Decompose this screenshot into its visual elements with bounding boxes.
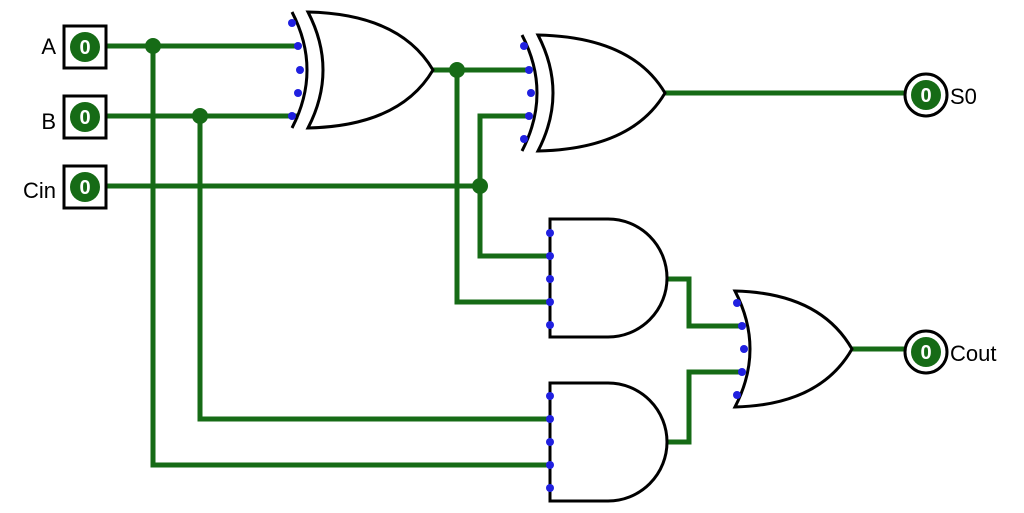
output-cout-label: Cout bbox=[950, 341, 996, 366]
or-gate[interactable] bbox=[732, 289, 854, 409]
input-pin bbox=[733, 391, 741, 399]
input-pin bbox=[520, 42, 528, 50]
input-b-indicator bbox=[70, 102, 100, 132]
input-pin bbox=[546, 298, 554, 306]
input-pin bbox=[546, 392, 554, 400]
junction-dot bbox=[449, 62, 465, 78]
and-gate-2[interactable] bbox=[546, 381, 669, 503]
output-s0-value: 0 bbox=[920, 85, 931, 107]
input-pin bbox=[288, 112, 296, 120]
output-s0-indicator bbox=[911, 80, 941, 110]
input-pin bbox=[546, 484, 554, 492]
input-pin bbox=[546, 229, 554, 237]
input-a-label: A bbox=[41, 34, 56, 59]
input-a[interactable]: A 0 bbox=[41, 24, 108, 70]
input-pin bbox=[546, 252, 554, 260]
input-a-indicator bbox=[70, 32, 100, 62]
input-pin bbox=[288, 19, 296, 27]
input-pin bbox=[294, 42, 302, 50]
input-pin bbox=[546, 321, 554, 329]
wire-and1-out bbox=[664, 276, 740, 329]
input-pin bbox=[546, 275, 554, 283]
output-cout-indicator bbox=[911, 337, 941, 367]
input-pin bbox=[527, 89, 535, 97]
input-cin[interactable]: Cin 0 bbox=[23, 164, 108, 210]
input-pin bbox=[520, 135, 528, 143]
junction-dot bbox=[472, 178, 488, 194]
wires bbox=[105, 43, 908, 468]
input-cin-label: Cin bbox=[23, 178, 56, 203]
input-pin bbox=[525, 66, 533, 74]
input-pin bbox=[294, 89, 302, 97]
input-pin bbox=[525, 112, 533, 120]
input-pin bbox=[738, 368, 746, 376]
junction-dot bbox=[192, 108, 208, 124]
output-s0: 0 S0 bbox=[903, 72, 977, 118]
input-pin bbox=[546, 438, 554, 446]
xor-gate-1[interactable] bbox=[288, 10, 435, 130]
input-cin-indicator bbox=[70, 172, 100, 202]
input-b[interactable]: B 0 bbox=[41, 94, 108, 140]
wire-xor1-and bbox=[454, 67, 553, 305]
junctions bbox=[145, 38, 488, 194]
input-b-value: 0 bbox=[79, 107, 90, 129]
input-pin bbox=[546, 461, 554, 469]
wire-cin-and bbox=[477, 183, 553, 259]
input-pin bbox=[740, 345, 748, 353]
output-cout: 0 Cout bbox=[903, 329, 996, 375]
wire-b-branch bbox=[197, 113, 553, 422]
input-b-label: B bbox=[41, 109, 56, 134]
and-gate-1[interactable] bbox=[546, 217, 669, 339]
wire-cin-branch bbox=[477, 113, 529, 189]
junction-dot bbox=[145, 38, 161, 54]
input-pin bbox=[546, 415, 554, 423]
input-pin bbox=[296, 66, 304, 74]
xor-gate-2[interactable] bbox=[520, 33, 667, 153]
input-cin-value: 0 bbox=[79, 177, 90, 199]
output-cout-value: 0 bbox=[920, 342, 931, 364]
output-s0-label: S0 bbox=[950, 84, 977, 109]
wire-and2-out bbox=[664, 369, 740, 445]
input-pin bbox=[733, 299, 741, 307]
input-a-value: 0 bbox=[79, 37, 90, 59]
input-pin bbox=[738, 322, 746, 330]
